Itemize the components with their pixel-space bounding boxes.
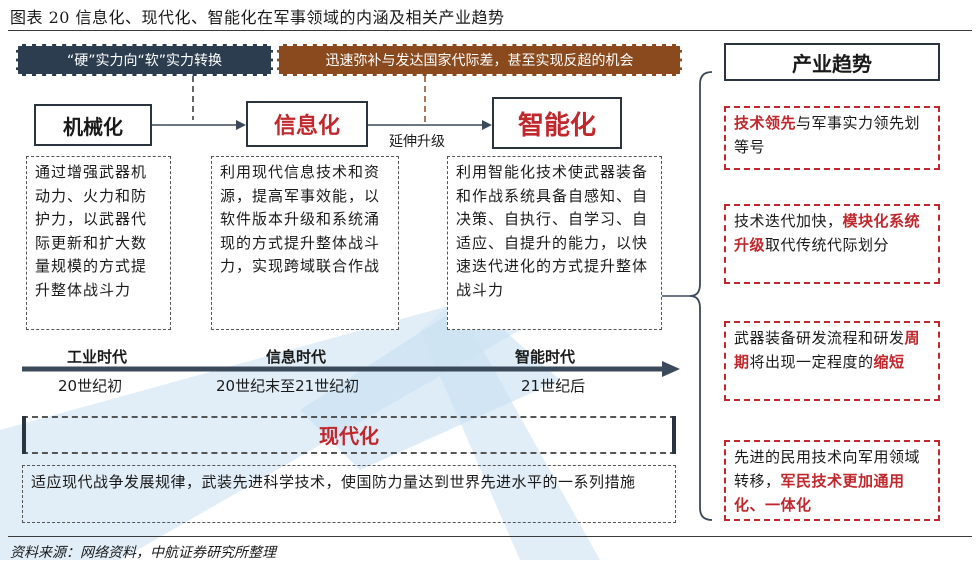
trend-item-3: 武器装备研发流程和研发周期将出现一定程度的缩短 <box>724 321 940 401</box>
banner-catch-up: 迅速弥补与发达国家代际差，甚至实现反超的机会 <box>277 44 682 76</box>
modernization-frame <box>22 416 676 454</box>
source-note: 资料来源：网络资料，中航证券研究所整理 <box>10 545 276 561</box>
trend-3-text: 武器装备研发流程和研发 <box>734 329 905 347</box>
period-early-20c: 20世纪初 <box>58 377 123 395</box>
modernization-description: 适应现代战争发展规律，武装先进科学技术，使国防力量达到世界先进水平的一系列措施 <box>22 465 676 523</box>
stage-mechanization: 机械化 <box>34 104 152 146</box>
trend-1-highlight: 技术领先 <box>734 114 797 132</box>
trend-item-4: 先进的民用技术向军用领域转移，军民技术更加通用化、一体化 <box>724 440 940 521</box>
trend-3-text-mid: 将出现一定程度的 <box>749 353 874 371</box>
period-21c: 21世纪后 <box>521 377 586 395</box>
trend-2-text: 技术迭代加快， <box>734 212 843 230</box>
trend-3-highlight-tail: 缩短 <box>873 353 905 371</box>
extend-upgrade-label: 延伸升级 <box>389 134 445 150</box>
trend-item-1: 技术领先与军事实力领先划等号 <box>724 106 940 170</box>
trend-4-text: 先进的民用技术向军用领域转移， <box>734 448 921 490</box>
banner-hard-soft: “硬”实力向“软”实力转换 <box>16 44 273 76</box>
arrowhead-info <box>236 120 246 130</box>
desc-mechanization: 通过增强武器机动力、火力和防护力，以武器代际更新和扩大数量规模的方式提升整体战斗… <box>26 156 171 330</box>
trend-2-text-tail: 取代传统代际划分 <box>765 236 890 254</box>
watermark-shape-3 <box>300 300 560 470</box>
stage-informatization: 信息化 <box>246 101 368 147</box>
trend-item-2: 技术迭代加快，模块化系统升级取代传统代际划分 <box>724 204 940 284</box>
trends-title: 产业趋势 <box>724 43 940 81</box>
modernization-label: 现代化 <box>319 424 379 448</box>
figure-title: 图表 20 信息化、现代化、智能化在军事领域的内涵及相关产业趋势 <box>10 8 505 27</box>
timeline-arrowhead <box>662 361 680 377</box>
desc-intelligentization: 利用智能化技术使武器装备和作战系统具备自感知、自决策、自执行、自学习、自适应、自… <box>447 156 662 330</box>
desc-informatization: 利用现代信息技术和资源，提高军事效能，以软件版本升级和系统涌现的方式提升整体战斗… <box>211 156 399 330</box>
arrowhead-smart <box>482 120 492 130</box>
era-industrial: 工业时代 <box>67 348 128 366</box>
modernization-cap-right <box>672 416 676 454</box>
trend-4-highlight: 军民技术更加通用化、一体化 <box>734 472 905 514</box>
period-turn-of-century: 20世纪末至21世纪初 <box>216 377 360 395</box>
stage-intelligentization: 智能化 <box>492 97 622 149</box>
trend-1-text: 与军事实力领先划等号 <box>734 114 921 156</box>
trend-bracket <box>689 71 713 521</box>
trend-2-highlight: 模块化系统升级 <box>734 212 921 254</box>
title-rule <box>8 30 972 31</box>
trend-3-highlight: 周期 <box>734 329 921 371</box>
modernization-cap-left <box>22 416 26 454</box>
era-information: 信息时代 <box>266 348 327 366</box>
source-rule <box>8 536 972 537</box>
era-intelligent: 智能时代 <box>515 348 576 366</box>
